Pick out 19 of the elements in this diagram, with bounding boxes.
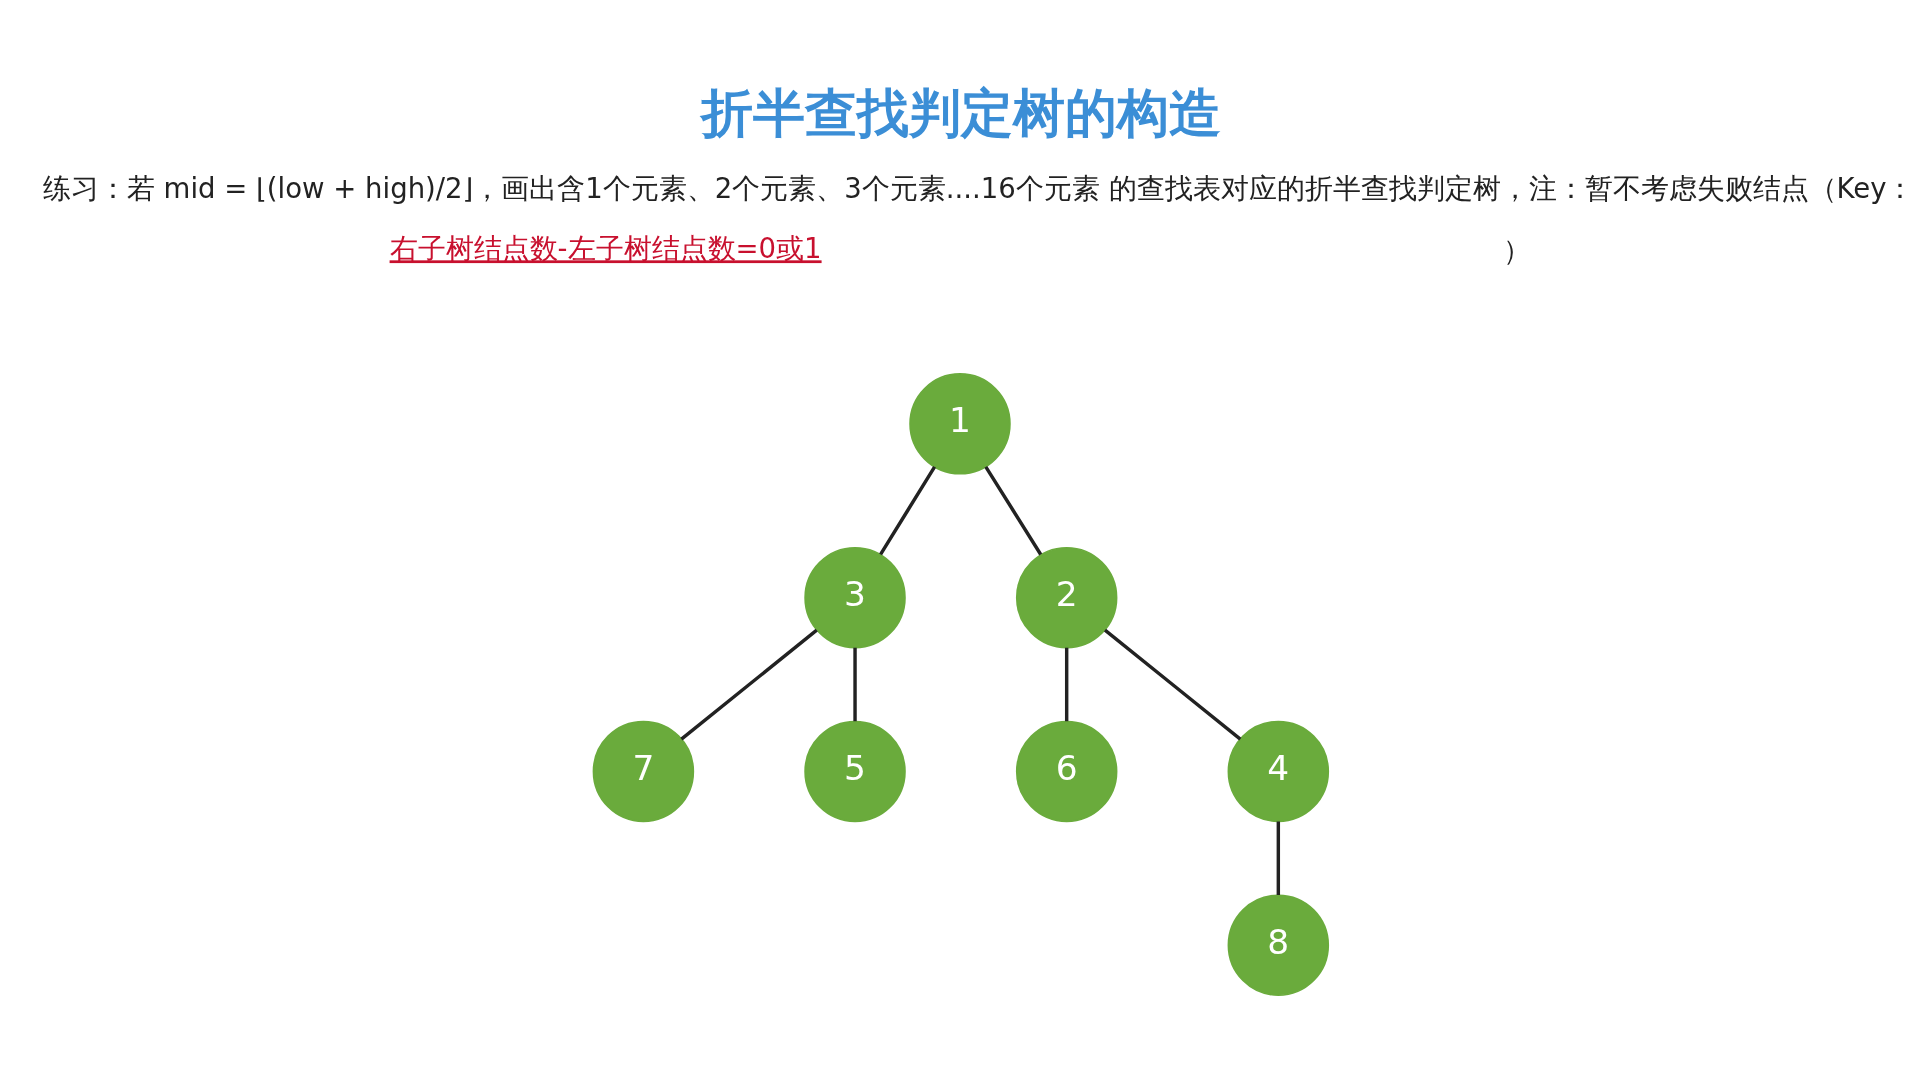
node-circle: 1 — [909, 373, 1011, 475]
node-circle: 2 — [1015, 546, 1118, 649]
node-circle: 4 — [1227, 720, 1330, 823]
node-circle: 6 — [1015, 720, 1118, 823]
node-circle: 5 — [804, 720, 906, 823]
connector — [1276, 821, 1281, 896]
label: 右子树结点数-左子树结点数=0或1 — [389, 232, 822, 265]
connector — [1103, 628, 1242, 741]
label: 练习：若 mid = ⌊(low + high)/2⌋，画出含1个元素、2个元素、3个元素....16个元素 的查找表对应的折半查找判定树，注：暂不考虑失败结点（Key： — [42, 172, 1915, 205]
connector — [680, 628, 818, 741]
node-circle: 3 — [804, 546, 906, 649]
connector — [879, 465, 937, 556]
connector — [853, 647, 857, 722]
label: ） — [1502, 234, 1531, 267]
connector — [1064, 647, 1069, 722]
diagram-title: 折半查找判定树的构造 — [701, 83, 1222, 144]
node-circle: 7 — [592, 720, 695, 823]
connector — [984, 465, 1043, 556]
node-circle: 8 — [1227, 894, 1330, 996]
